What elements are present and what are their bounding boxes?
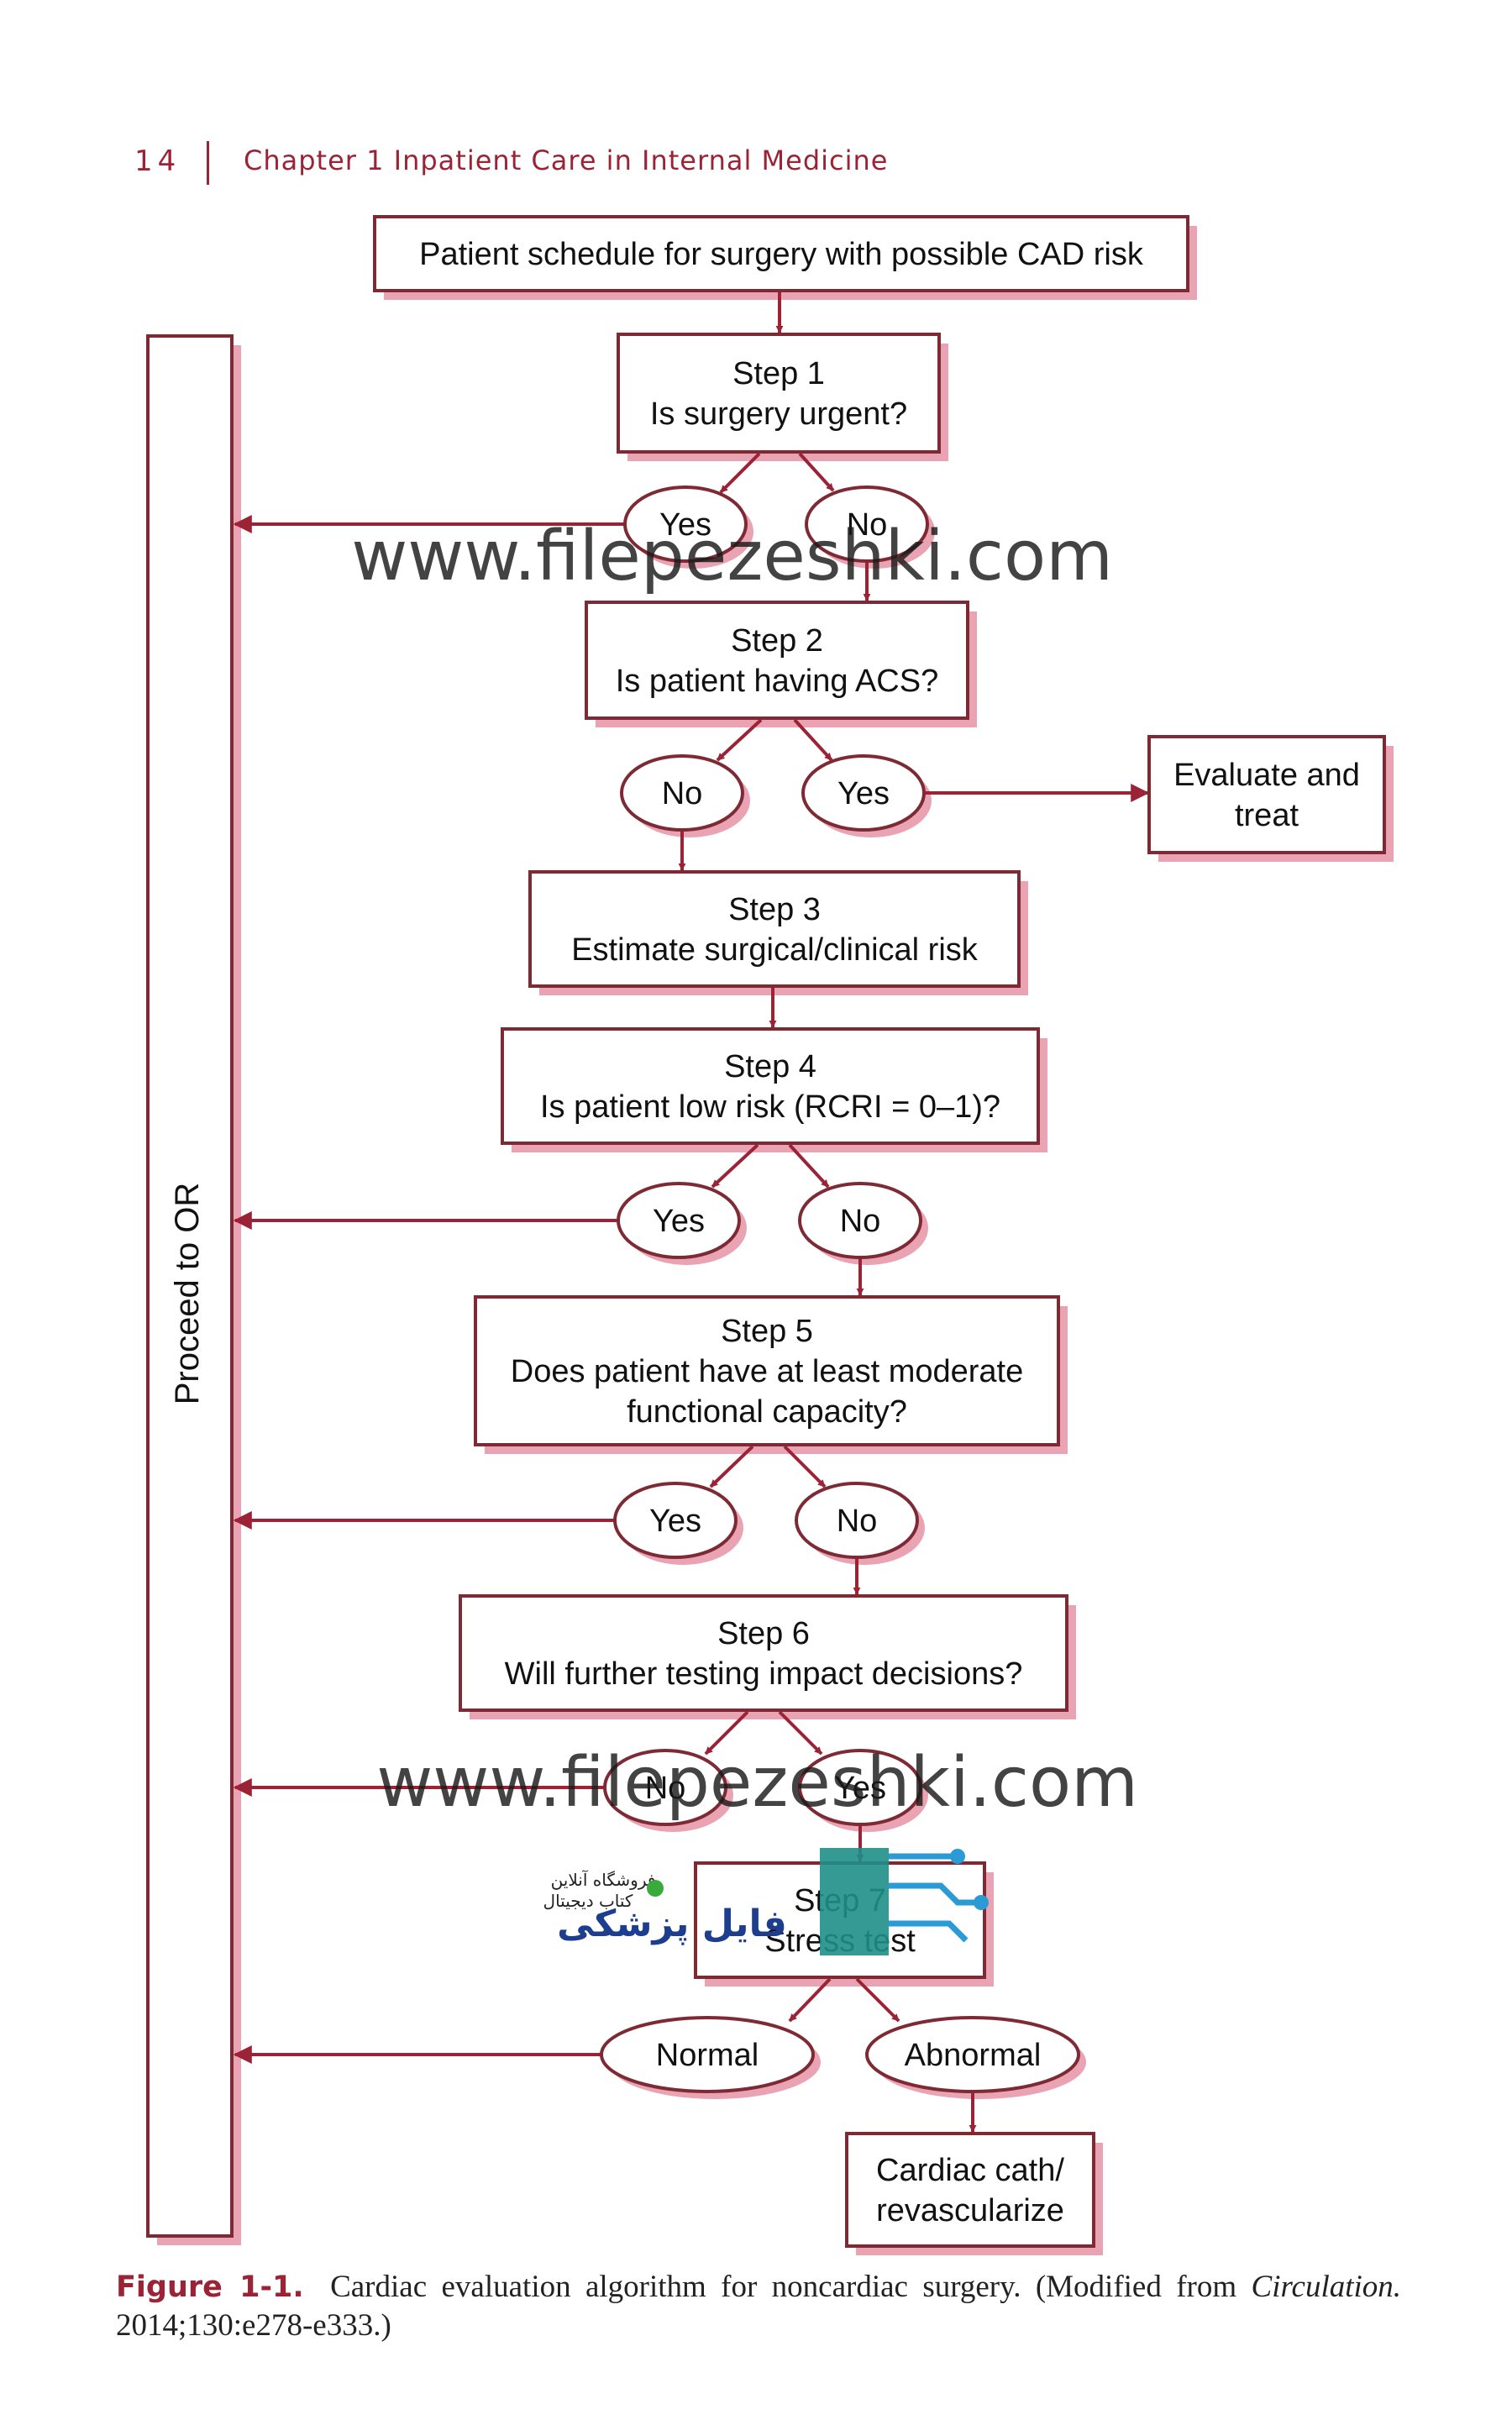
arrow-step1-yes bbox=[719, 452, 761, 494]
arrow-step7-normal bbox=[788, 1977, 832, 2023]
answer-s7_normal: Normal bbox=[656, 2038, 759, 2073]
chapter-title: Chapter 1 Inpatient Care in Internal Med… bbox=[244, 144, 889, 176]
oval-s4_no bbox=[798, 1182, 922, 1259]
box-step4 bbox=[501, 1027, 1040, 1145]
sidebar-box bbox=[146, 334, 234, 2238]
answer-s4_yes: Yes bbox=[653, 1204, 705, 1239]
box-step3 bbox=[528, 870, 1021, 988]
text-layer: Proceed to OR Patient schedule for surger… bbox=[169, 237, 1360, 2228]
oval-s5_no bbox=[795, 1482, 919, 1559]
arrow-step1-no bbox=[798, 452, 835, 492]
logo-main: فایل پزشکی bbox=[557, 1903, 787, 1945]
circuit-icon bbox=[889, 1853, 981, 1943]
logo-plus-icon bbox=[647, 1880, 664, 1897]
box-step2-line-0: Step 2 bbox=[731, 623, 823, 659]
arrow-step2-yes bbox=[793, 718, 833, 762]
box-step1-line-0: Step 1 bbox=[732, 356, 825, 391]
oval-s6_yes bbox=[798, 1749, 922, 1826]
watermark-bottom: www.filepezeshki.com bbox=[376, 1743, 1138, 1823]
arrow-step5-yes bbox=[709, 1445, 754, 1488]
box-step6-line-1: Will further testing impact decisions? bbox=[505, 1656, 1023, 1692]
shape-layer bbox=[146, 215, 1386, 2248]
caption-text: Cardiac evaluation algorithm for noncard… bbox=[330, 2270, 1237, 2304]
box-cath-line-1: revascularize bbox=[876, 2193, 1064, 2228]
connector-layer bbox=[233, 291, 1150, 2133]
caption-citation: 2014;130:e278-e333.) bbox=[116, 2308, 391, 2343]
box-step1-line-1: Is surgery urgent? bbox=[650, 396, 907, 432]
caption-journal: Circulation. bbox=[1251, 2270, 1402, 2304]
oval-s2_yes bbox=[801, 754, 926, 832]
arrow-step2-no bbox=[716, 718, 763, 762]
box-evaluate-line-0: Evaluate and bbox=[1173, 758, 1360, 793]
box-step1 bbox=[617, 333, 941, 454]
header-divider bbox=[207, 141, 209, 185]
box-step5-line-1: Does patient have at least moderate bbox=[511, 1354, 1024, 1389]
answer-s6_no: No bbox=[645, 1771, 686, 1806]
figure-caption: Figure 1-1. Cardiac evaluation algorithm… bbox=[116, 2268, 1401, 2345]
box-step3-line-0: Step 3 bbox=[728, 892, 821, 927]
circuit-dot-icon-2 bbox=[974, 1895, 989, 1910]
answer-s2_no: No bbox=[662, 776, 703, 811]
box-cath-line-0: Cardiac cath/ bbox=[876, 2153, 1064, 2188]
box-step5-line-2: functional capacity? bbox=[627, 1394, 907, 1430]
answer-s4_no: No bbox=[840, 1204, 881, 1239]
answer-s7_abnormal: Abnormal bbox=[905, 2038, 1042, 2073]
answer-s1_yes: Yes bbox=[659, 507, 711, 543]
answer-s5_no: No bbox=[837, 1504, 878, 1539]
arrow-step5-no bbox=[783, 1445, 827, 1488]
answer-s5_yes: Yes bbox=[649, 1504, 701, 1539]
figure-label: Figure 1-1. bbox=[116, 2270, 304, 2304]
box-step6 bbox=[459, 1594, 1068, 1712]
box-step4-line-1: Is patient low risk (RCRI = 0–1)? bbox=[540, 1089, 1000, 1125]
arrow-step7-abnormal bbox=[855, 1977, 900, 2023]
oval-s7_normal bbox=[600, 2016, 815, 2093]
box-evaluate-line-1: treat bbox=[1235, 798, 1299, 833]
arrow-step6-no bbox=[704, 1710, 749, 1756]
arrow-step6-yes bbox=[778, 1710, 823, 1756]
logo-line2: کتاب دیجیتال bbox=[543, 1891, 633, 1911]
arrow-step4-no bbox=[788, 1143, 830, 1189]
oval-s1_no bbox=[805, 486, 929, 563]
oval-s6_no bbox=[603, 1749, 727, 1826]
oval-s1_yes bbox=[623, 486, 748, 563]
oval-s5_yes bbox=[613, 1482, 738, 1559]
box-step6-line-0: Step 6 bbox=[717, 1616, 810, 1651]
circuit-dot-icon bbox=[950, 1849, 965, 1864]
logo-line1: فروشگاه آنلاین bbox=[551, 1869, 656, 1890]
box-start bbox=[373, 215, 1189, 292]
page-number: 14 bbox=[134, 144, 181, 178]
box-start-line-0: Patient schedule for surgery with possib… bbox=[419, 237, 1144, 272]
logo-tile bbox=[820, 1848, 889, 1955]
box-step2-line-1: Is patient having ACS? bbox=[616, 664, 938, 699]
oval-s4_yes bbox=[617, 1182, 741, 1259]
box-step4-line-0: Step 4 bbox=[724, 1049, 816, 1084]
oval-s7_abnormal bbox=[865, 2016, 1080, 2093]
box-step2 bbox=[585, 601, 969, 720]
answer-s1_no: No bbox=[847, 507, 888, 543]
watermark-layer: www.filepezeshki.com www.filepezeshki.com… bbox=[351, 517, 1138, 1955]
sidebar-label: Proceed to OR bbox=[169, 1183, 206, 1405]
box-cath bbox=[845, 2132, 1095, 2248]
box-evaluate bbox=[1147, 735, 1386, 854]
box-step5-line-0: Step 5 bbox=[721, 1314, 813, 1349]
arrow-step4-yes bbox=[711, 1143, 759, 1189]
box-step3-line-1: Estimate surgical/clinical risk bbox=[571, 932, 979, 968]
oval-s2_no bbox=[620, 754, 744, 832]
answer-s2_yes: Yes bbox=[837, 776, 890, 811]
answer-s6_yes: Yes bbox=[834, 1771, 886, 1806]
box-step5 bbox=[474, 1295, 1060, 1446]
watermark-top: www.filepezeshki.com bbox=[351, 517, 1113, 596]
